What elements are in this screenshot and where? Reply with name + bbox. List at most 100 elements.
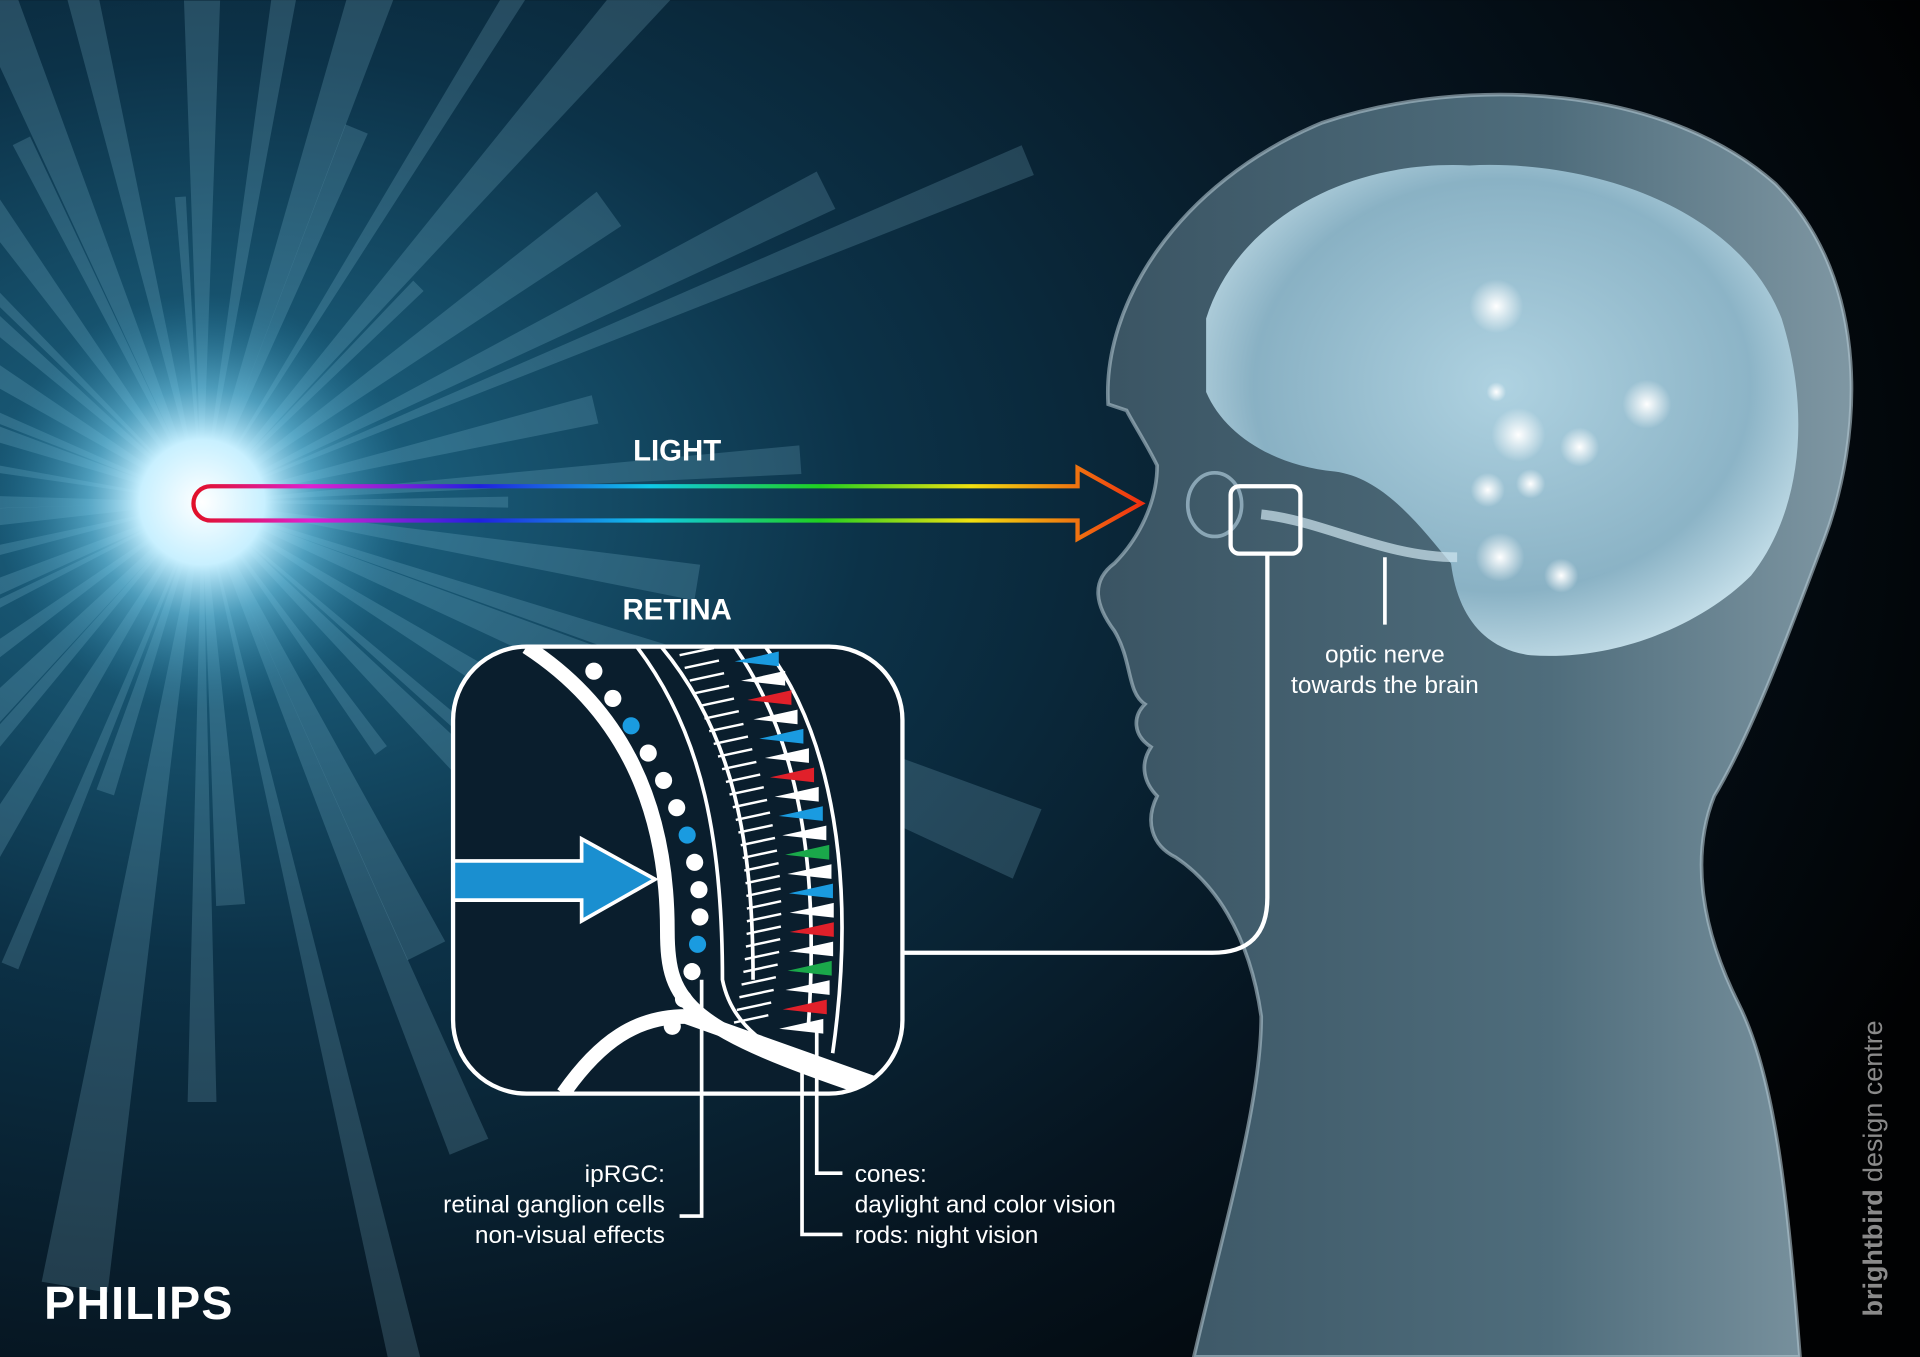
nerve-fiber: [684, 659, 720, 670]
sun-glow: [0, 294, 411, 711]
optic-nerve-label-2: towards the brain: [1291, 672, 1479, 699]
light-ray: [183, 0, 221, 503]
ganglion-cell: [668, 799, 686, 817]
rod-cell: [764, 748, 809, 763]
retina-title: RETINA: [622, 594, 731, 627]
nerve-fiber: [738, 824, 773, 834]
nerve-fiber: [745, 938, 781, 948]
brain-spark: [1544, 558, 1579, 593]
brain-spark: [1475, 532, 1525, 582]
cone-cell: [788, 883, 833, 899]
ganglion-cell: [585, 662, 603, 680]
rods-pointer: [800, 1053, 843, 1237]
ganglion-cell: [690, 881, 708, 899]
cone-cell: [747, 690, 792, 705]
brain-spark: [1491, 407, 1546, 462]
ganglion-cell: [604, 689, 622, 708]
nerve-fiber: [725, 773, 761, 784]
brain-spark: [1622, 379, 1672, 429]
nerve-fiber: [699, 697, 735, 708]
nerve-fiber: [735, 811, 771, 822]
retina-inset: [450, 644, 905, 1096]
brain-spark: [1560, 427, 1600, 467]
light-ray: [0, 502, 203, 747]
nerve-fiber: [713, 735, 749, 746]
cone-cell: [782, 999, 827, 1015]
cone-cell: [759, 728, 804, 744]
cone-cell: [778, 806, 823, 821]
ganglion-cell: [639, 744, 657, 762]
nerve-fiber: [689, 672, 725, 682]
nerve-fiber: [746, 900, 782, 910]
eye-icon: [1185, 470, 1244, 539]
light-ray: [0, 199, 203, 503]
light-arrow: [191, 464, 1146, 543]
nerve-fiber: [721, 760, 757, 771]
ganglion-cell: [622, 717, 640, 735]
credit-rest: design centre: [1858, 1020, 1888, 1182]
brain-sparks: [1469, 279, 1672, 593]
rod-cell: [741, 670, 786, 686]
nerve-fiber: [746, 887, 781, 898]
ganglion-cell: [683, 963, 701, 981]
credit-bold: brightbird: [1858, 1189, 1888, 1316]
brain: [1206, 164, 1799, 656]
brain-spark: [1470, 472, 1505, 508]
nerve-fiber: [729, 786, 765, 796]
ganglion-cell: [663, 1017, 681, 1035]
nerve-fiber: [717, 748, 753, 758]
optic-nerve-label-1: optic nerve: [1325, 642, 1445, 669]
rod-cell: [774, 786, 819, 802]
ganglion-cell: [678, 826, 696, 844]
nerve-fiber: [744, 862, 779, 872]
brain-spark: [1486, 382, 1507, 402]
nerve-fiber: [745, 874, 781, 885]
nerve-fiber: [746, 912, 782, 923]
ganglion-cell: [688, 935, 707, 953]
rods-label: rods: night vision: [855, 1222, 1039, 1249]
nerve-fiber: [739, 988, 774, 999]
nerve-fiber: [732, 798, 768, 809]
ganglion-cell: [655, 771, 673, 789]
iprgc-label-2: retinal ganglion cells: [443, 1191, 665, 1218]
iprgc-pointer: [679, 979, 704, 1218]
brain-spark: [1469, 279, 1524, 334]
nerve-fiber: [742, 849, 778, 860]
light-ray: [202, 0, 526, 503]
nerve-fiber: [744, 950, 780, 961]
iprgc-label-1: ipRGC:: [585, 1161, 665, 1188]
rod-cell: [787, 864, 832, 879]
nerve-fiber: [736, 1001, 772, 1012]
credit-text: brightbird design centre: [1858, 1020, 1888, 1316]
rod-cell: [785, 980, 830, 995]
retina-light-arrow: [453, 835, 659, 925]
nerve-fiber: [743, 963, 778, 974]
light-ray: [202, 145, 1034, 503]
nerve-fiber: [694, 684, 730, 695]
light-ray: [0, 502, 203, 858]
light-title: LIGHT: [633, 435, 721, 468]
nerve-fiber: [708, 722, 744, 733]
ganglion-cell: [686, 853, 704, 871]
iprgc-label-3: non-visual effects: [475, 1222, 665, 1249]
philips-logo: PHILIPS: [44, 1277, 234, 1329]
nerve-fiber: [746, 925, 782, 936]
rod-cell: [753, 709, 798, 725]
optic-nerve: [1260, 509, 1458, 563]
cone-cell: [785, 844, 830, 860]
nerve-fiber: [679, 646, 715, 657]
ganglion-cell: [674, 990, 693, 1008]
rod-cell: [789, 902, 834, 918]
rod-cell: [782, 825, 827, 841]
rod-cell: [779, 1018, 824, 1034]
nerve-fiber: [741, 976, 777, 986]
cones-label-2: daylight and color vision: [855, 1191, 1116, 1218]
connector-line: [902, 553, 1270, 955]
brain-spark: [1515, 469, 1546, 499]
ganglion-cell: [691, 908, 709, 926]
nerve-fiber: [704, 710, 740, 720]
light-ray: [187, 502, 217, 1103]
cones-label-1: cones:: [855, 1161, 927, 1188]
